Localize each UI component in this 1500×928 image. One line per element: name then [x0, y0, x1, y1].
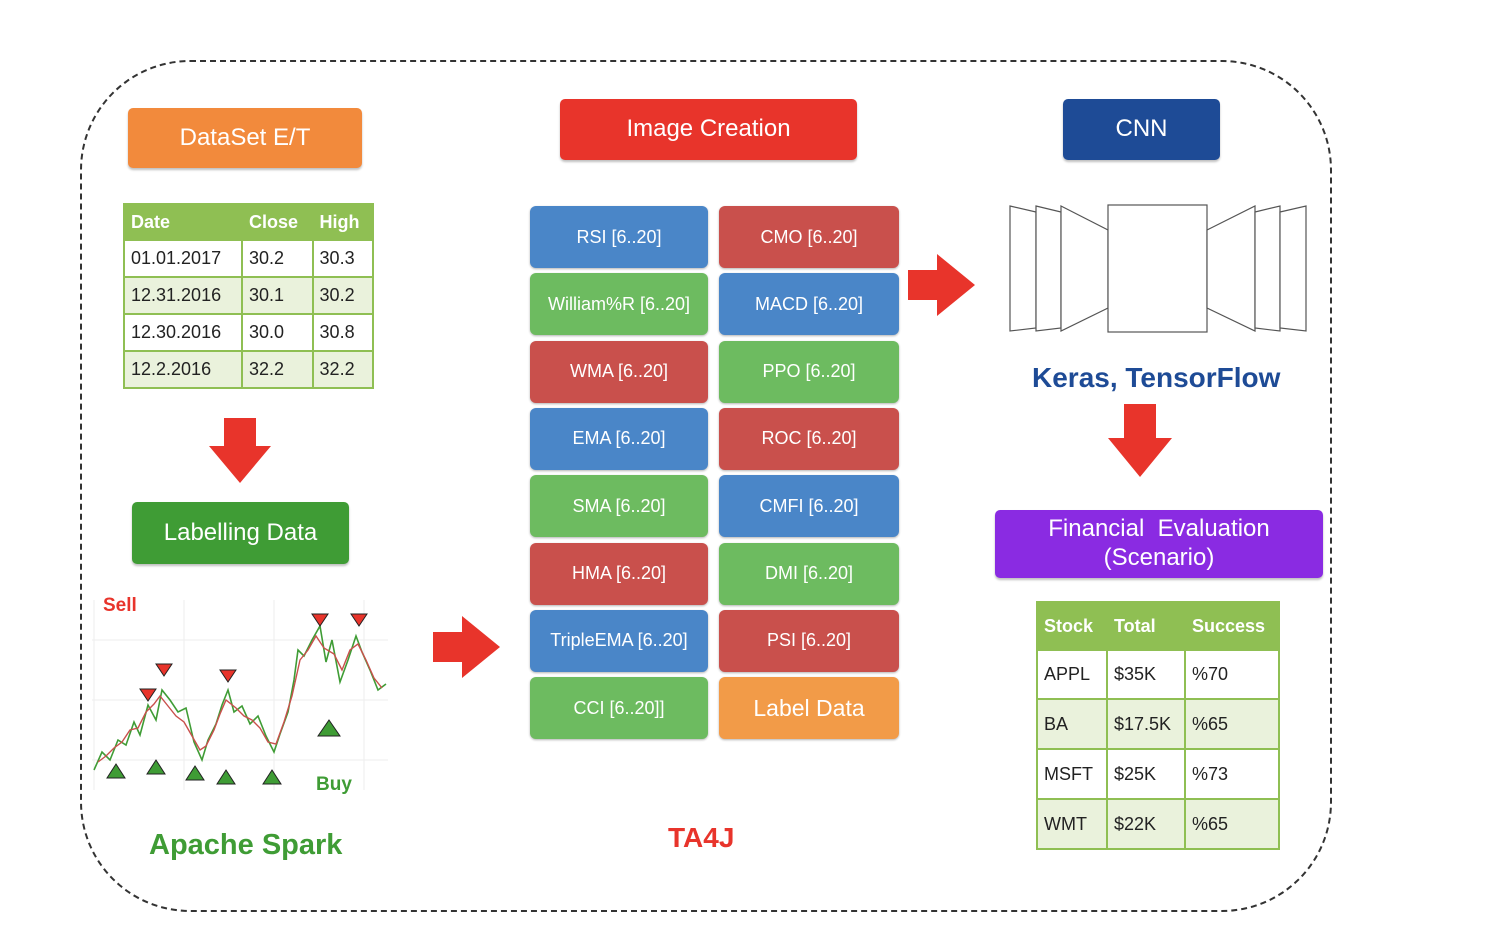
eval-line-1: Financial Evaluation: [1048, 515, 1270, 543]
indicator-left_column-4: SMA [6..20]: [530, 475, 708, 538]
dataset-label: DataSet E/T: [179, 123, 311, 151]
eval-line-2: (Scenario): [1103, 544, 1215, 571]
table-cell: %65: [1184, 798, 1280, 850]
table-cell: 12.31.2016: [123, 276, 243, 315]
indicator-right_column-3: ROC [6..20]: [719, 407, 899, 470]
cnn-box: CNN: [1063, 99, 1220, 160]
table-cell: 32.2: [311, 350, 375, 389]
table-cell: 30.2: [311, 276, 375, 315]
indicator-right_column-7: Label Data: [719, 677, 899, 740]
dataset-box: DataSet E/T: [128, 108, 362, 168]
table-cell: $22K: [1106, 798, 1186, 850]
table-cell: %73: [1184, 748, 1280, 800]
sell-label: Sell: [103, 595, 137, 616]
table-row: 12.31.2016 30.1 30.2: [123, 276, 375, 315]
apache-spark-caption: Apache Spark: [149, 829, 343, 861]
indicator-left_column-3: EMA [6..20]: [530, 407, 708, 470]
labelling-label: Labelling Data: [163, 518, 318, 546]
image-creation-label: Image Creation: [626, 115, 791, 143]
table-cell: 30.3: [311, 239, 375, 278]
indicator-left_column-5: HMA [6..20]: [530, 542, 708, 605]
indicator-right_column-5: DMI [6..20]: [719, 542, 899, 605]
table-cell: 30.0: [241, 313, 314, 352]
labelling-box: Labelling Data: [132, 502, 349, 564]
table-cell: 32.2: [241, 350, 314, 389]
eval-header: Total: [1106, 601, 1186, 651]
table-cell: %70: [1184, 649, 1280, 700]
evaluation-table: Stock Total Success APPL $35K %70 BA $17…: [1036, 601, 1280, 850]
table-cell: 30.2: [241, 239, 314, 278]
dataset-header: High: [311, 203, 375, 241]
indicator-right_column-2: PPO [6..20]: [719, 340, 899, 403]
table-row: BA $17.5K %65: [1036, 698, 1280, 750]
indicator-right_column-6: PSI [6..20]: [719, 609, 899, 672]
dataset-header: Date: [123, 203, 243, 241]
table-cell: BA: [1036, 698, 1108, 750]
table-cell: $25K: [1106, 748, 1186, 800]
financial-evaluation-box: Financial Evaluation (Scenario): [995, 510, 1323, 578]
table-cell: 12.2.2016: [123, 350, 243, 389]
table-cell: $17.5K: [1106, 698, 1186, 750]
dataset-header: Close: [241, 203, 314, 241]
table-cell: 30.8: [311, 313, 375, 352]
indicator-left_column-7: CCI [6..20]]: [530, 677, 708, 740]
indicator-left_column-1: William%R [6..20]: [530, 273, 708, 336]
table-row: 01.01.2017 30.2 30.3: [123, 239, 375, 278]
table-row: APPL $35K %70: [1036, 649, 1280, 700]
table-row: 12.30.2016 30.0 30.8: [123, 313, 375, 352]
table-cell: %65: [1184, 698, 1280, 750]
table-row: WMT $22K %65: [1036, 798, 1280, 850]
eval-header: Success: [1184, 601, 1280, 651]
table-cell: APPL: [1036, 649, 1108, 700]
table-row: MSFT $25K %73: [1036, 748, 1280, 800]
image-creation-box: Image Creation: [560, 99, 857, 160]
indicator-right_column-4: CMFI [6..20]: [719, 475, 899, 538]
table-cell: MSFT: [1036, 748, 1108, 800]
indicator-left_column-0: RSI [6..20]: [530, 206, 708, 268]
indicator-left_column-6: TripleEMA [6..20]: [530, 609, 708, 672]
indicator-right_column-0: CMO [6..20]: [719, 206, 899, 268]
table-cell: $35K: [1106, 649, 1186, 700]
table-cell: 30.1: [241, 276, 314, 315]
indicator-right_column-1: MACD [6..20]: [719, 273, 899, 336]
table-cell: 12.30.2016: [123, 313, 243, 352]
pipeline-frame: [80, 60, 1332, 912]
cnn-label: CNN: [1115, 115, 1168, 143]
dataset-table: Date Close High 01.01.2017 30.2 30.3 12.…: [123, 203, 375, 389]
table-cell: 01.01.2017: [123, 239, 243, 278]
keras-tensorflow-caption: Keras, TensorFlow: [1032, 362, 1281, 393]
table-cell: WMT: [1036, 798, 1108, 850]
indicator-left_column-2: WMA [6..20]: [530, 340, 708, 403]
table-row: 12.2.2016 32.2 32.2: [123, 350, 375, 389]
ta4j-caption: TA4J: [668, 822, 735, 853]
eval-header: Stock: [1036, 601, 1108, 651]
buy-label: Buy: [316, 774, 352, 795]
